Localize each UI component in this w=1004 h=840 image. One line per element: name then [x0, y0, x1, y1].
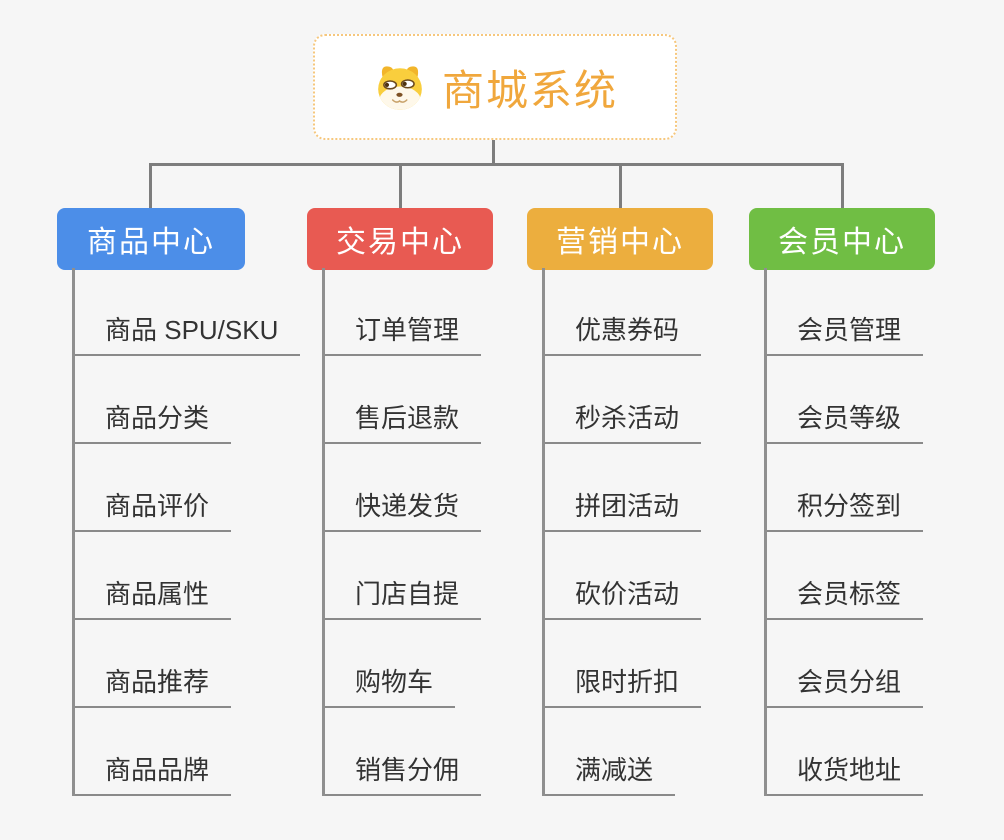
root-title: 商城系统: [441, 66, 618, 114]
child-node[interactable]: 商品推荐: [75, 620, 232, 708]
child-node[interactable]: 商品属性: [75, 532, 232, 620]
connector-horizontal-rail: [149, 163, 843, 166]
child-node[interactable]: 商品分类: [75, 356, 232, 444]
child-node[interactable]: 满减送: [545, 708, 676, 796]
branch-children-trade: 订单管理 售后退款 快递发货 门店自提 购物车 销售分佣: [322, 268, 482, 796]
child-node[interactable]: 收货地址: [767, 708, 924, 796]
branch-children-member: 会员管理 会员等级 积分签到 会员标签 会员分组 收货地址: [764, 268, 924, 796]
branch-node-product-center[interactable]: 商品中心: [57, 208, 245, 270]
child-node[interactable]: 限时折扣: [545, 620, 702, 708]
child-node[interactable]: 商品品牌: [75, 708, 232, 796]
connector-drop-member: [841, 163, 844, 209]
connector-drop-product: [149, 163, 152, 209]
branch-node-marketing-center[interactable]: 营销中心: [527, 208, 713, 270]
child-node[interactable]: 商品 SPU/SKU: [75, 268, 301, 356]
child-node[interactable]: 购物车: [325, 620, 456, 708]
child-node[interactable]: 会员等级: [767, 356, 924, 444]
connector-drop-trade: [399, 163, 402, 209]
child-node[interactable]: 快递发货: [325, 444, 482, 532]
child-node[interactable]: 会员分组: [767, 620, 924, 708]
child-node[interactable]: 销售分佣: [325, 708, 482, 796]
child-node[interactable]: 积分签到: [767, 444, 924, 532]
child-node[interactable]: 售后退款: [325, 356, 482, 444]
doge-icon: [372, 61, 428, 113]
branch-children-product: 商品 SPU/SKU 商品分类 商品评价 商品属性 商品推荐 商品品牌: [72, 268, 301, 796]
child-node[interactable]: 商品评价: [75, 444, 232, 532]
branch-node-member-center[interactable]: 会员中心: [749, 208, 935, 270]
child-node[interactable]: 门店自提: [325, 532, 482, 620]
branch-node-trade-center[interactable]: 交易中心: [307, 208, 493, 270]
child-node[interactable]: 拼团活动: [545, 444, 702, 532]
child-node[interactable]: 会员管理: [767, 268, 924, 356]
child-node[interactable]: 订单管理: [325, 268, 482, 356]
connector-drop-marketing: [619, 163, 622, 209]
connector-root-stem: [492, 140, 495, 165]
child-node[interactable]: 会员标签: [767, 532, 924, 620]
child-node[interactable]: 优惠券码: [545, 268, 702, 356]
root-node[interactable]: 商城系统: [313, 34, 677, 140]
child-node[interactable]: 秒杀活动: [545, 356, 702, 444]
branch-children-marketing: 优惠券码 秒杀活动 拼团活动 砍价活动 限时折扣 满减送: [542, 268, 702, 796]
child-node[interactable]: 砍价活动: [545, 532, 702, 620]
